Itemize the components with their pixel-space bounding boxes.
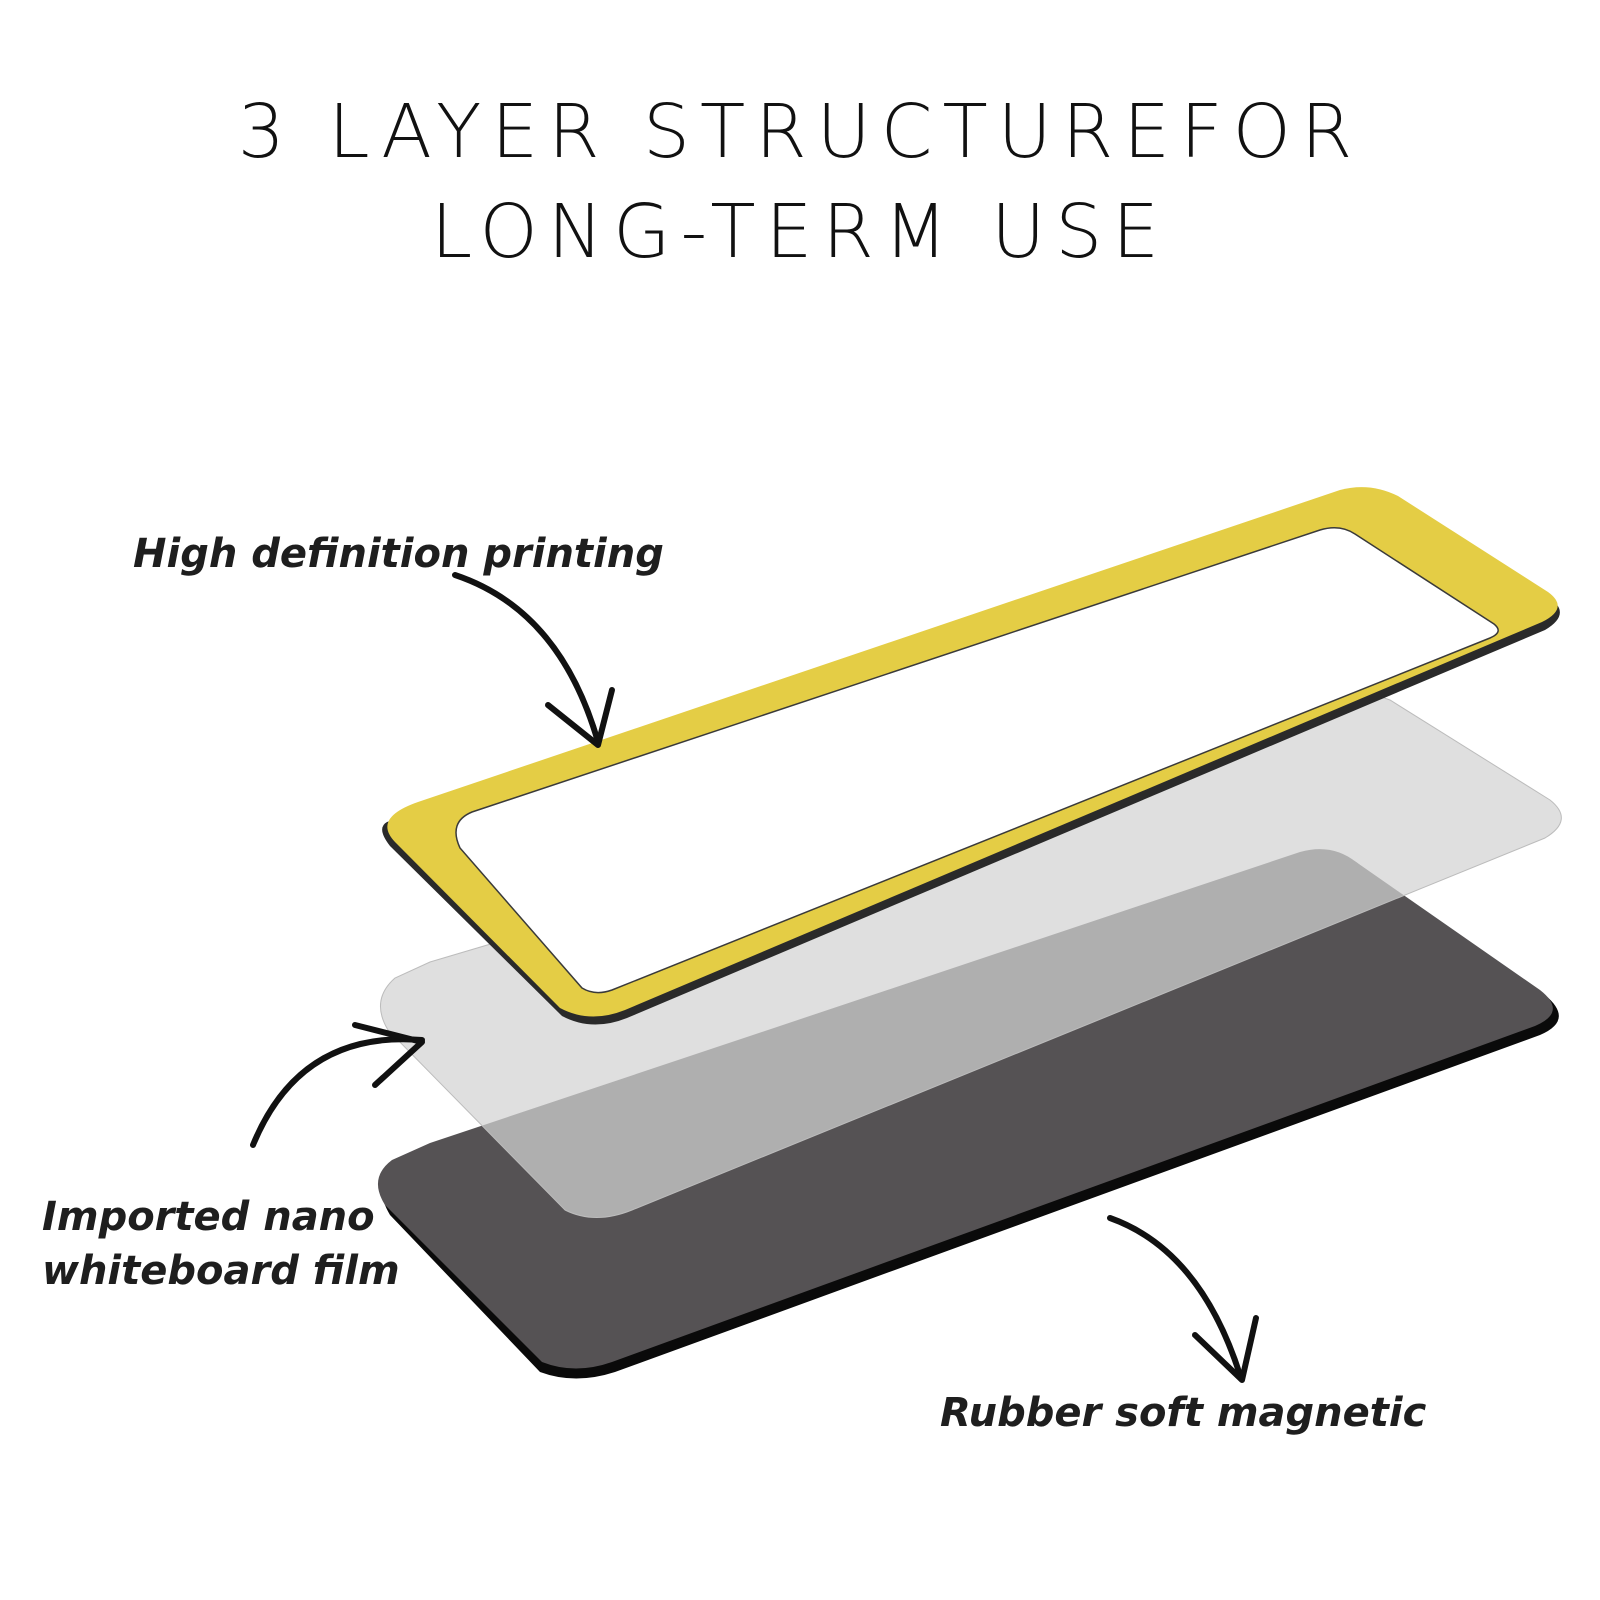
arrow-bottom-icon [1107, 1215, 1259, 1383]
label-imported-nano-film: Imported nano whiteboard film [42, 1190, 400, 1298]
label-high-definition-printing: High definition printing [133, 531, 664, 577]
printed-board-white-area [455, 527, 1499, 994]
magnetic-sheet-layer [377, 849, 1559, 1379]
title-line-2: LONG-TERM USE [430, 189, 1170, 275]
label-rubber-soft-magnetic: Rubber soft magnetic [940, 1390, 1427, 1436]
title-line-1: 3 LAYER STRUCTUREFOR [237, 89, 1363, 175]
printed-board-layer [382, 487, 1560, 1025]
arrow-top-icon [452, 572, 615, 748]
label-imported-nano-line2: whiteboard film [42, 1248, 400, 1294]
label-imported-nano-line1: Imported nano [42, 1194, 375, 1240]
magnetic-sheet-surface [377, 849, 1553, 1369]
arrow-middle-icon [250, 1022, 425, 1148]
